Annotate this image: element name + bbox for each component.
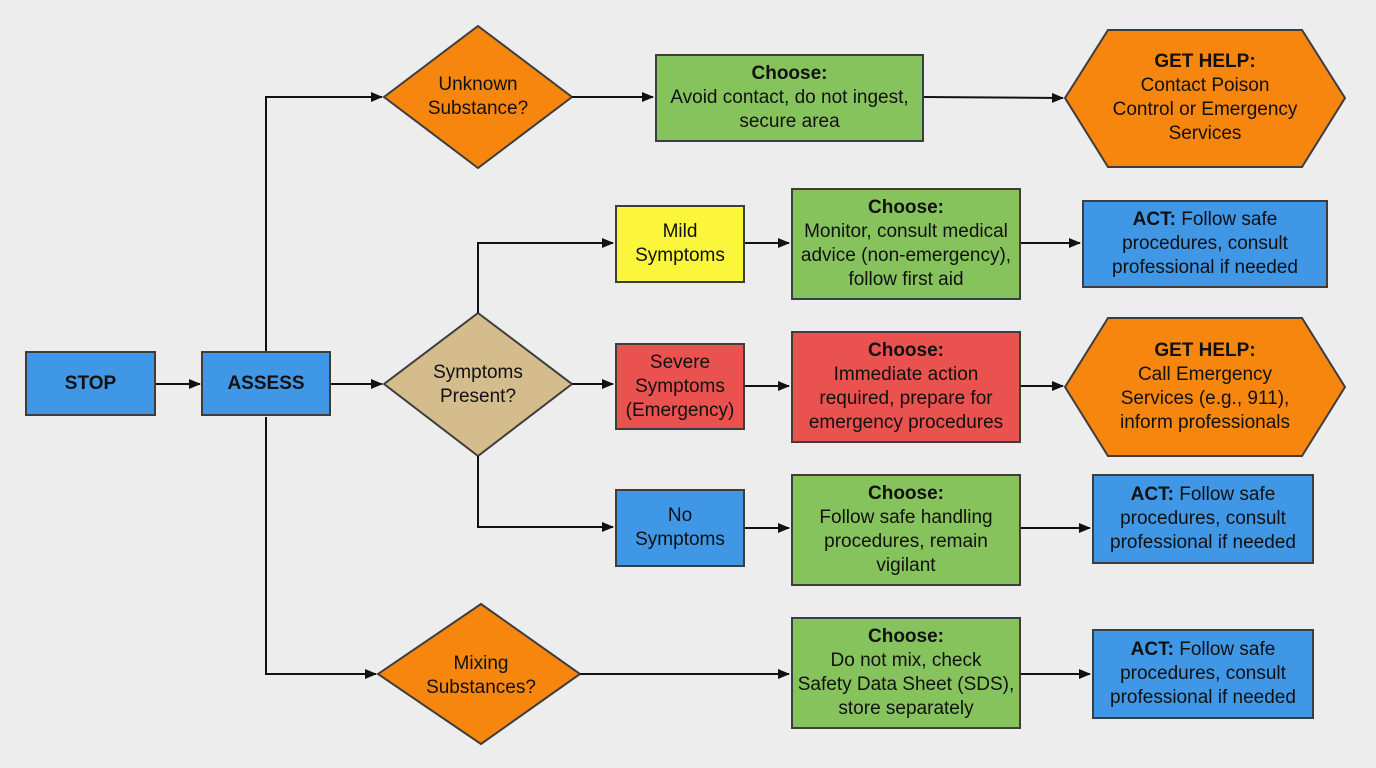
choose-mixing-box: Choose: Do not mix, check Safety Data Sh… — [791, 617, 1021, 729]
get-help-severe-title: GET HELP: — [1154, 340, 1256, 361]
connector-unknown-help — [923, 92, 1064, 103]
act-mild-title: ACT: — [1132, 209, 1176, 230]
stop-label: STOP — [64, 372, 117, 394]
choose-mixing-title: Choose: — [868, 626, 944, 647]
choose-none-title: Choose: — [868, 483, 944, 504]
connector-assess-mixing — [265, 417, 377, 679]
mixing-substances-diamond — [376, 602, 582, 746]
choose-mild-title: Choose: — [868, 197, 944, 218]
symptoms-present-label: Symptoms Present? — [433, 362, 523, 407]
act-mixing-box: ACT: Follow safe procedures, consult pro… — [1092, 629, 1314, 719]
act-mild-box: ACT: Follow safe procedures, consult pro… — [1082, 200, 1328, 288]
stop-box: STOP — [25, 351, 156, 416]
choose-severe-box: Choose: Immediate action required, prepa… — [791, 331, 1021, 443]
get-help-hexagon-severe — [1063, 317, 1347, 457]
mild-symptoms-box: Mild Symptoms — [615, 205, 745, 283]
choose-unknown-box: Choose: Avoid contact, do not ingest, se… — [655, 54, 924, 142]
severe-symptoms-box: Severe Symptoms (Emergency) — [615, 343, 745, 430]
mixing-substances-label: Mixing Substances? — [426, 653, 536, 698]
connector-symptoms-mild — [477, 238, 614, 313]
get-help-severe: GET HELP: Call Emergency Services (e.g.,… — [1119, 340, 1291, 433]
choose-none-box: Choose: Follow safe handling procedures,… — [791, 474, 1021, 586]
unknown-substance-label: Unknown Substance? — [427, 74, 529, 119]
get-help-hexagon-unknown — [1063, 29, 1347, 168]
assess-box: ASSESS — [201, 351, 331, 416]
connector-assess-unknown — [265, 92, 383, 351]
unknown-substance-diamond — [382, 24, 574, 170]
act-none-box: ACT: Follow safe procedures, consult pro… — [1092, 474, 1314, 564]
assess-label: ASSESS — [227, 372, 305, 394]
choose-unknown-title: Choose: — [751, 63, 828, 84]
act-none-title: ACT: — [1130, 484, 1174, 505]
connector-symptoms-none — [477, 456, 614, 532]
no-symptoms-box: No Symptoms — [615, 489, 745, 567]
get-help-unknown-title: GET HELP: — [1154, 51, 1256, 72]
choose-severe-title: Choose: — [868, 340, 944, 361]
get-help-unknown: GET HELP: Contact Poison Control or Emer… — [1112, 51, 1298, 144]
choose-mild-box: Choose: Monitor, consult medical advice … — [791, 188, 1021, 300]
act-mixing-title: ACT: — [1130, 639, 1174, 660]
